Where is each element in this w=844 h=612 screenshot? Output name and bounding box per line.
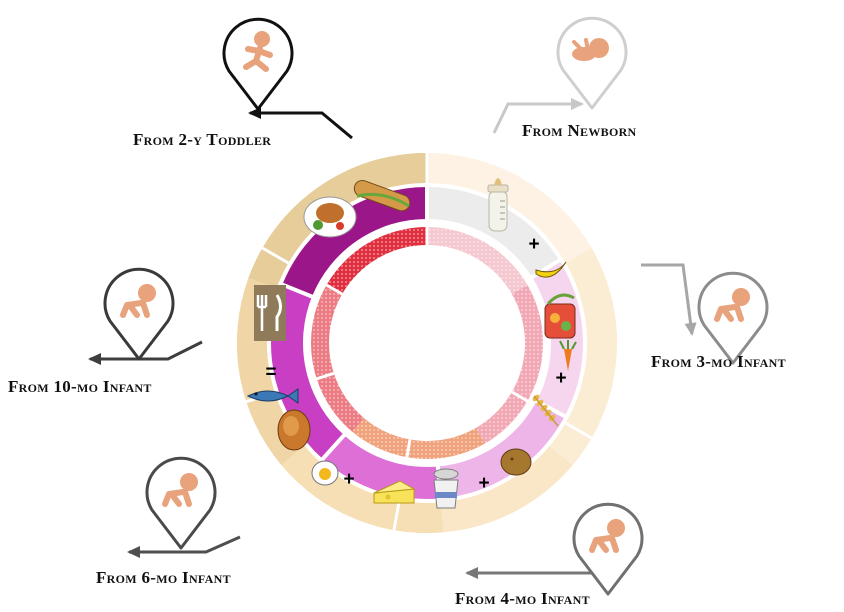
roast-chicken-icon (278, 410, 310, 450)
separator-3: + (343, 469, 354, 490)
separator-1: + (555, 368, 566, 389)
pin-6mo (147, 458, 215, 548)
separator-4: = (265, 362, 276, 383)
separator-0: + (528, 234, 539, 255)
stage-label-6mo: From 6-mo Infant (96, 568, 231, 587)
separator-2: + (478, 473, 489, 494)
arrow-4mo (465, 567, 599, 579)
boiled-egg-icon (312, 461, 338, 485)
pin-newborn (558, 18, 626, 108)
pin-4mo (574, 504, 642, 594)
stage-label-2y: From 2-y Toddler (133, 130, 271, 149)
arrow-3mo (641, 265, 697, 336)
baby-bottle-icon (488, 178, 508, 231)
stage-label-4mo: From 4-mo Infant (455, 589, 590, 608)
yogurt-icon (434, 469, 458, 508)
pin-2y (224, 19, 292, 109)
inner-red-ring (311, 227, 543, 459)
stage-label-newborn: From Newborn (522, 121, 637, 140)
potato-icon (501, 449, 531, 475)
roast-meal-plate-icon (304, 197, 356, 237)
stage-label-10mo: From 10-mo Infant (8, 377, 152, 396)
pin-3mo (699, 273, 767, 363)
pin-10mo (105, 269, 173, 359)
fork-knife-icon (254, 285, 286, 341)
stage-label-3mo: From 3-mo Infant (651, 352, 786, 371)
